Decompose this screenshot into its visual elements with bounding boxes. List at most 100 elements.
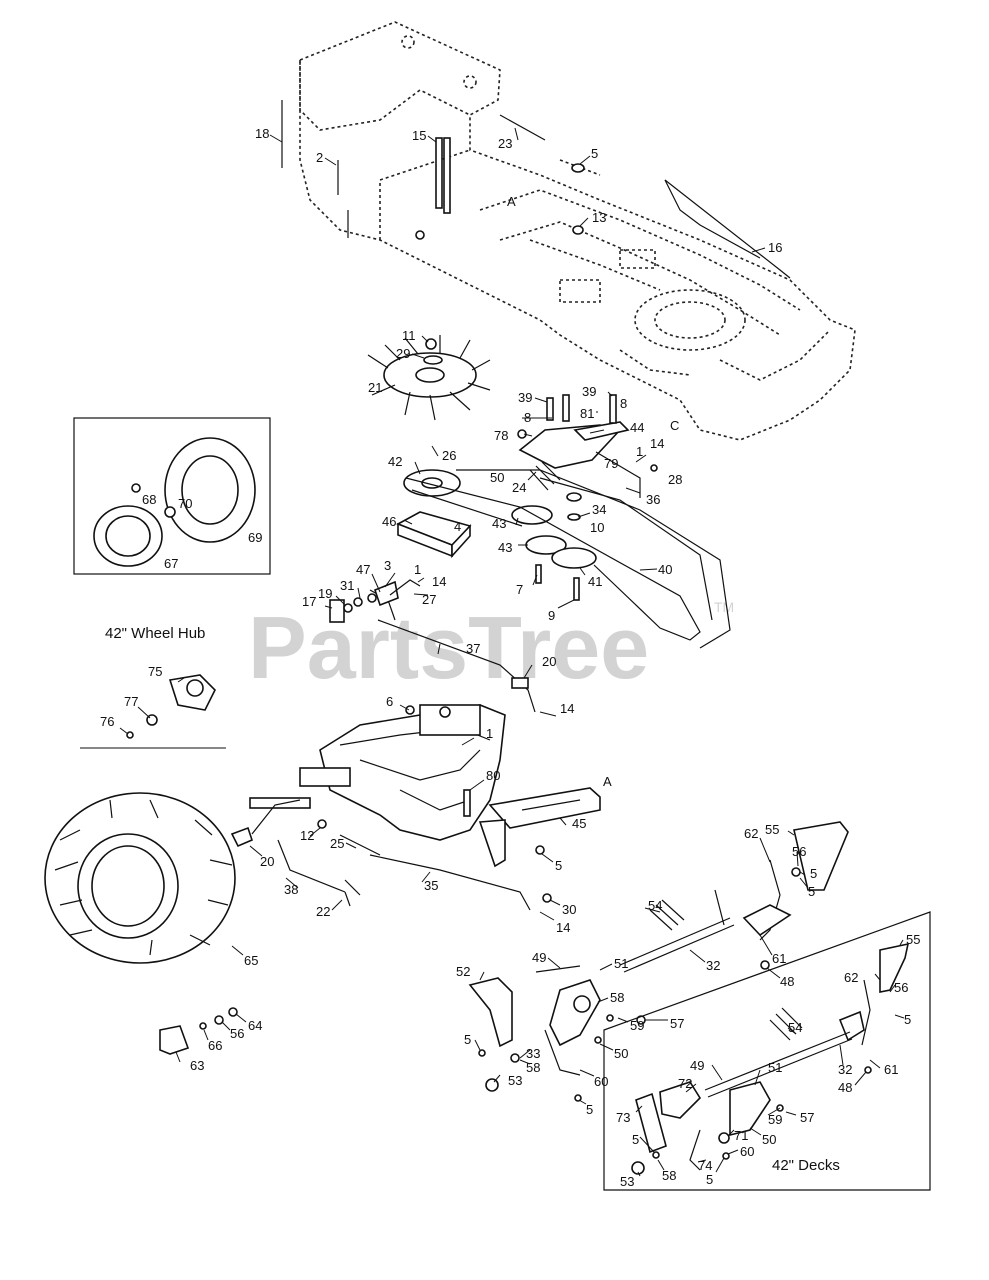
callout: 8 bbox=[524, 410, 531, 425]
callout: 69 bbox=[248, 530, 262, 545]
callout: 23 bbox=[498, 136, 512, 151]
callout: 24 bbox=[512, 480, 526, 495]
callout: 14 bbox=[560, 701, 574, 716]
callout: 7 bbox=[516, 582, 523, 597]
callout: 61 bbox=[772, 951, 786, 966]
callout: 58 bbox=[526, 1060, 540, 1075]
callout: 79 bbox=[604, 456, 618, 471]
tractor-frame bbox=[299, 21, 856, 441]
heat-shield bbox=[396, 511, 472, 559]
callout: 57 bbox=[800, 1110, 814, 1125]
callout: 77 bbox=[124, 694, 138, 709]
partstree-watermark: PartsTree bbox=[248, 598, 649, 697]
callout: 62 bbox=[844, 970, 858, 985]
callout: 43 bbox=[492, 516, 506, 531]
callout: 50 bbox=[490, 470, 504, 485]
linkage-rods bbox=[329, 579, 536, 713]
callout: 18 bbox=[255, 126, 269, 141]
wheel-hub-detail bbox=[80, 674, 226, 749]
callout: 41 bbox=[588, 574, 602, 589]
callout: 76 bbox=[100, 714, 114, 729]
callout: 46 bbox=[382, 514, 396, 529]
callout: 16 bbox=[768, 240, 782, 255]
callout: 3 bbox=[384, 558, 391, 573]
callout: 5 bbox=[464, 1032, 471, 1047]
callout: 40 bbox=[658, 562, 672, 577]
callout: 67 bbox=[164, 556, 178, 571]
callout: 44 bbox=[630, 420, 644, 435]
callout: 14 bbox=[650, 436, 664, 451]
callout: 37 bbox=[466, 641, 480, 656]
callout: 50 bbox=[762, 1132, 776, 1147]
watermark-trademark: TM bbox=[714, 599, 734, 615]
callout: 50 bbox=[614, 1046, 628, 1061]
callout: 63 bbox=[190, 1058, 204, 1073]
callout: 49 bbox=[532, 950, 546, 965]
callout: 51 bbox=[614, 956, 628, 971]
callout: 11 bbox=[402, 328, 416, 343]
callout: 81 bbox=[580, 406, 594, 421]
callout: 19 bbox=[318, 586, 332, 601]
callout: 62 bbox=[744, 826, 758, 841]
callout: 56 bbox=[230, 1026, 244, 1041]
callout: 29 bbox=[396, 346, 410, 361]
callout: 57 bbox=[670, 1016, 684, 1031]
callout: 5 bbox=[904, 1012, 911, 1027]
callout: 9 bbox=[548, 608, 555, 623]
callout: 5 bbox=[555, 858, 562, 873]
callout: 26 bbox=[442, 448, 456, 463]
callout: 5 bbox=[632, 1132, 639, 1147]
callout: 60 bbox=[594, 1074, 608, 1089]
callout: 1 bbox=[486, 726, 493, 741]
upper-pedal-assembly bbox=[468, 821, 849, 1102]
callout: 12 bbox=[300, 828, 314, 843]
callout: 20 bbox=[542, 654, 556, 669]
callout: 64 bbox=[248, 1018, 262, 1033]
callout: 6 bbox=[386, 694, 393, 709]
callout: 71 bbox=[734, 1128, 748, 1143]
callout: 48 bbox=[780, 974, 794, 989]
callout: 5 bbox=[591, 146, 598, 161]
callout: 43 bbox=[498, 540, 512, 555]
callout: 56 bbox=[792, 844, 806, 859]
callout: 70 bbox=[178, 496, 192, 511]
callout: 53 bbox=[620, 1174, 634, 1189]
frame-ref-a2: A bbox=[603, 774, 612, 789]
callout: 2 bbox=[316, 150, 323, 165]
cooling-fan bbox=[367, 335, 491, 421]
callout: 78 bbox=[494, 428, 508, 443]
front-wheel-inset bbox=[73, 417, 271, 575]
callout: 13 bbox=[592, 210, 606, 225]
callout: 42 bbox=[388, 454, 402, 469]
frame-hardware bbox=[281, 100, 791, 279]
callout: 4 bbox=[454, 519, 461, 534]
callout: 58 bbox=[610, 990, 624, 1005]
callout: 58 bbox=[662, 1168, 676, 1183]
callout: 25 bbox=[330, 836, 344, 851]
callout: 49 bbox=[690, 1058, 704, 1073]
callout: 22 bbox=[316, 904, 330, 919]
caption-wheel-hub: 42" Wheel Hub bbox=[105, 625, 205, 642]
callout: 75 bbox=[148, 664, 162, 679]
callout: 5 bbox=[706, 1172, 713, 1187]
callout: 32 bbox=[838, 1062, 852, 1077]
callout-numbers: 18 2 15 23 5 13 16 11 29 21 26 39 8 39 8… bbox=[100, 126, 920, 1189]
callout: 28 bbox=[668, 472, 682, 487]
callout: 47 bbox=[356, 562, 370, 577]
callout: 35 bbox=[424, 878, 438, 893]
rear-wheel bbox=[44, 792, 238, 1055]
decks-inset bbox=[603, 911, 931, 1191]
drive-belt-system bbox=[403, 469, 731, 649]
callout: 8 bbox=[620, 396, 627, 411]
callout: 31 bbox=[340, 578, 354, 593]
frame-ref-c: C bbox=[670, 418, 679, 433]
callout: 15 bbox=[412, 128, 426, 143]
callout: 1 bbox=[414, 562, 421, 577]
callout: 45 bbox=[572, 816, 586, 831]
transaxle bbox=[249, 704, 506, 841]
callout: 5 bbox=[586, 1102, 593, 1117]
callout: 32 bbox=[706, 958, 720, 973]
axle-bracket bbox=[478, 787, 601, 868]
callout: 59 bbox=[630, 1018, 644, 1033]
